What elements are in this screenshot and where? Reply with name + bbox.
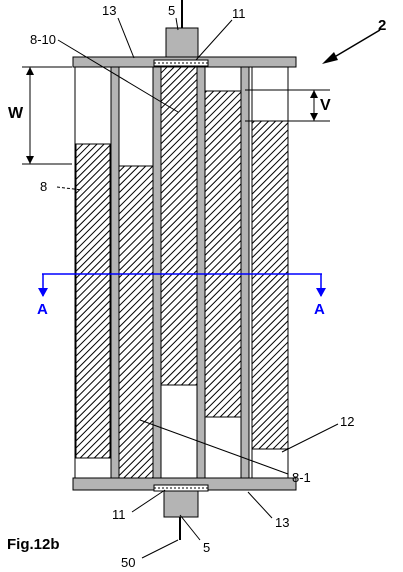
separator-2 [152,66,162,479]
label-13-bottom: 13 [275,515,289,530]
label-v: V [320,97,331,114]
label-13-top: 13 [102,3,116,18]
label-12: 12 [340,414,354,429]
figure-caption: Fig.12b [7,536,60,553]
label-8-1: 8-1 [292,470,311,485]
hatched-column-5 [251,120,289,450]
label-11-bottom: 11 [112,507,126,522]
label-w: W [8,105,24,122]
label-11-top: 11 [232,6,246,21]
separator-3 [196,66,206,479]
bottom-shaft [163,490,199,518]
label-50: 50 [121,555,135,570]
label-a-left: A [37,301,48,318]
label-8-10: 8-10 [30,32,56,47]
hatched-column-4 [204,90,242,418]
label-a-right: A [314,301,325,318]
hatched-column-1 [75,143,111,459]
separator-4 [240,66,250,479]
hatched-column-2 [118,165,154,479]
label-5-bottom: 5 [203,540,210,555]
separator-1 [110,66,120,479]
label-5-top: 5 [168,3,175,18]
hatched-column-3 [160,66,198,386]
top-shaft [165,27,199,59]
label-8: 8 [40,179,47,194]
label-2: 2 [378,17,386,34]
